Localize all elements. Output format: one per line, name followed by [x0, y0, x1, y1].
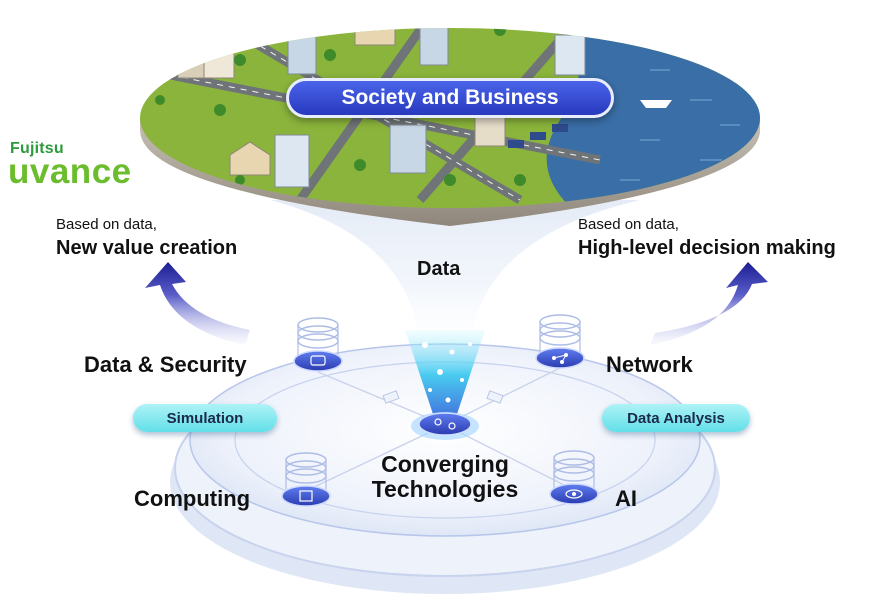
simulation-pill: Simulation [133, 404, 277, 432]
converging-technologies-label: Converging Technologies [360, 452, 530, 502]
logo-fujitsu-text: Fujitsu [10, 140, 64, 157]
node-computing [281, 452, 331, 507]
logo-uvance-text: uvance [8, 152, 132, 191]
left-caption-small: Based on data, [56, 216, 157, 233]
society-business-banner: Society and Business [286, 78, 614, 118]
island-edge [140, 115, 760, 226]
right-caption-small: Based on data, [578, 216, 679, 233]
label-ai: AI [615, 486, 637, 511]
label-data-security: Data & Security [84, 352, 247, 377]
left-caption-big: New value creation [56, 237, 238, 259]
node-data-security [293, 317, 343, 372]
label-network: Network [606, 352, 693, 377]
data-label: Data [417, 258, 461, 280]
water-ripples [620, 69, 740, 181]
fujitsu-uvance-logo: Fujitsu uvance [8, 140, 158, 200]
node-network [535, 314, 585, 369]
converging-cone [405, 330, 485, 420]
trees [155, 28, 606, 186]
boat [640, 100, 672, 108]
small-squares [382, 390, 504, 404]
banner-label: Society and Business [341, 86, 559, 109]
node-ai [549, 450, 599, 505]
data-analysis-pill: Data Analysis [602, 404, 750, 432]
buildings [177, 28, 586, 188]
center-node [418, 412, 472, 436]
right-caption-big: High-level decision making [578, 237, 836, 259]
solar-panels [508, 124, 568, 148]
left-arrow [145, 262, 250, 345]
center-label-line1: Converging [381, 451, 509, 477]
cone-sparkles [422, 342, 472, 403]
data-funnel [270, 200, 640, 360]
label-computing: Computing [134, 486, 251, 511]
right-arrow [650, 262, 768, 345]
center-label-line2: Technologies [371, 476, 519, 502]
